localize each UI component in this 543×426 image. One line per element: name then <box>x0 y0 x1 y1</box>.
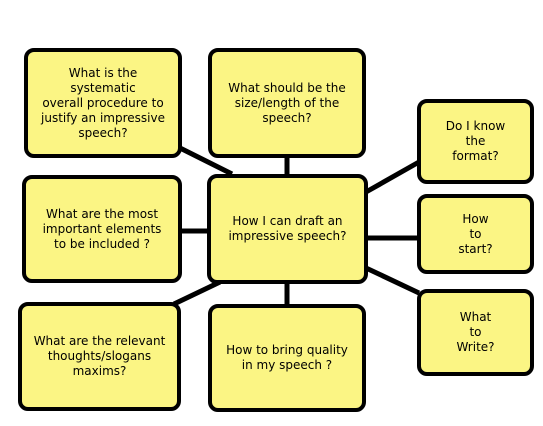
node-write: What to Write? <box>417 289 534 376</box>
connector-format <box>364 159 421 195</box>
node-elements-text: What are the most important elements to … <box>42 206 162 251</box>
node-quality-text: How to bring quality in my speech ? <box>226 343 348 372</box>
node-format-text: Do I know the format? <box>445 119 506 163</box>
node-size-text: What should be the size/length of the sp… <box>228 80 346 125</box>
node-start: How to start? <box>417 194 534 274</box>
connector-write <box>364 265 421 296</box>
node-elements: What are the most important elements to … <box>22 175 182 283</box>
node-write-text: What to Write? <box>456 310 495 354</box>
node-thoughts: What are the relevant thoughts/slogans m… <box>18 302 181 411</box>
node-thoughts-text: What are the relevant thoughts/slogans m… <box>33 334 166 378</box>
node-format: Do I know the format? <box>417 99 534 184</box>
node-size: What should be the size/length of the sp… <box>208 48 366 158</box>
connector-procedure <box>178 145 234 177</box>
center-node: How I can draft an impressive speech? <box>207 174 368 284</box>
node-procedure-text: What is the systematic overall procedure… <box>41 65 165 140</box>
connector-thoughts <box>172 279 222 307</box>
node-quality: How to bring quality in my speech ? <box>208 304 366 412</box>
node-procedure: What is the systematic overall procedure… <box>24 48 182 158</box>
center-node-text: How I can draft an impressive speech? <box>228 214 347 243</box>
node-start-text: How to start? <box>458 211 493 256</box>
